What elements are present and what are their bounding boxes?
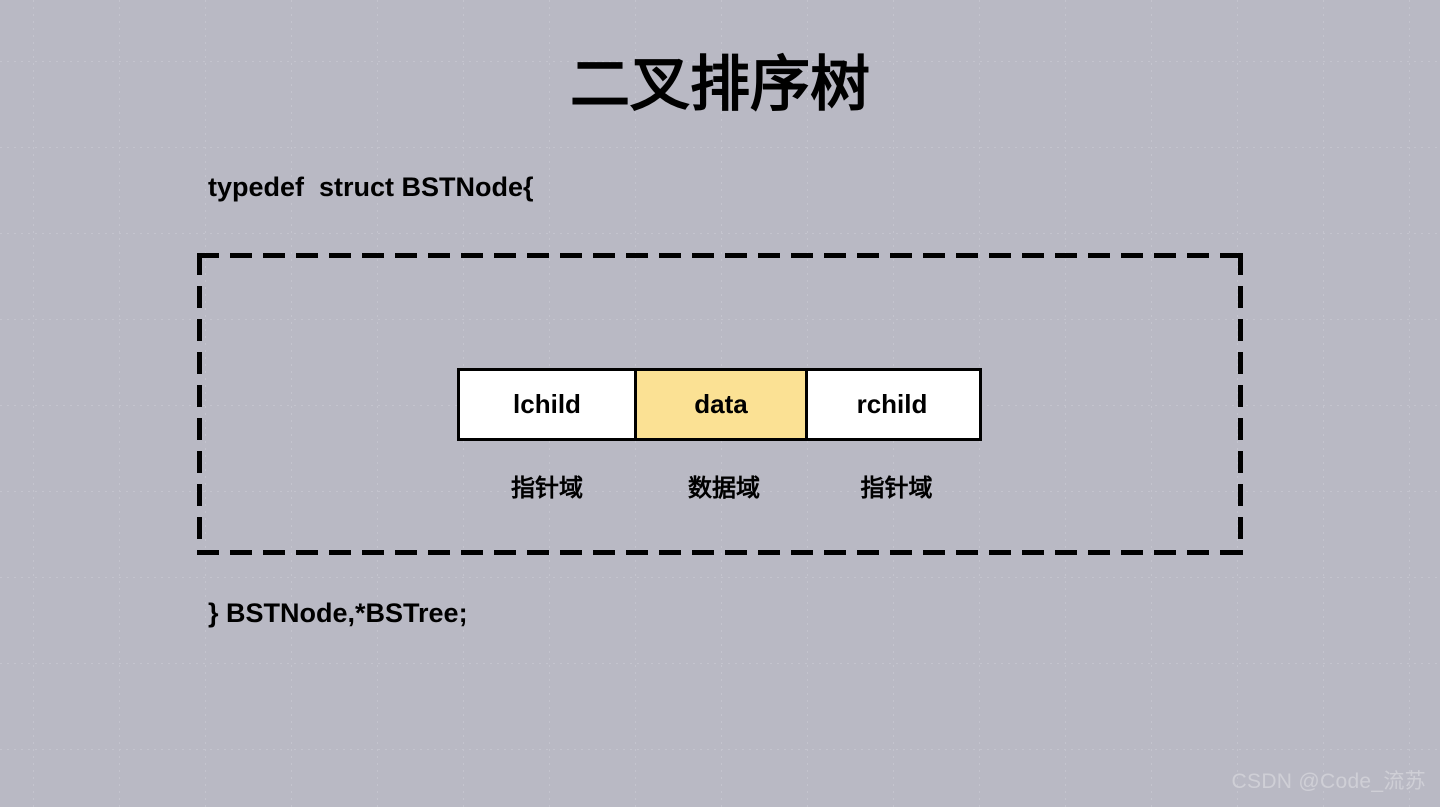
grid-line-vertical bbox=[1409, 0, 1410, 807]
node-cell-captions: 指针域 数据域 指针域 bbox=[457, 468, 982, 503]
grid-line-horizontal bbox=[0, 147, 1440, 148]
code-line-typedef-open: typedef struct BSTNode{ bbox=[208, 172, 534, 202]
dashed-border-left bbox=[197, 253, 202, 555]
grid-line-vertical bbox=[1323, 0, 1324, 807]
node-cell-diagram: lchild data rchild bbox=[457, 368, 982, 441]
struct-body-dashed-box bbox=[197, 253, 1243, 555]
grid-line-horizontal bbox=[0, 749, 1440, 750]
node-cell-rchild: rchild bbox=[808, 371, 976, 438]
caption-rchild-pointer-field: 指针域 bbox=[860, 475, 933, 502]
grid-line-vertical bbox=[119, 0, 120, 807]
dashed-border-top bbox=[197, 253, 1243, 258]
grid-line-horizontal bbox=[0, 233, 1440, 234]
dashed-border-bottom bbox=[197, 550, 1243, 555]
dashed-border-right bbox=[1238, 253, 1243, 555]
grid-line-horizontal bbox=[0, 577, 1440, 578]
watermark-text: CSDN @Code_流苏 bbox=[1231, 770, 1426, 793]
page-title: 二叉排序树 bbox=[570, 51, 870, 118]
caption-data-field: 数据域 bbox=[688, 475, 760, 502]
code-line-typedef-close: } BSTNode,*BSTree; bbox=[208, 598, 468, 628]
node-cell-data: data bbox=[637, 371, 808, 438]
grid-line-vertical bbox=[33, 0, 34, 807]
grid-line-horizontal bbox=[0, 663, 1440, 664]
node-cell-lchild: lchild bbox=[460, 371, 637, 438]
caption-lchild-pointer-field: 指针域 bbox=[511, 475, 583, 502]
